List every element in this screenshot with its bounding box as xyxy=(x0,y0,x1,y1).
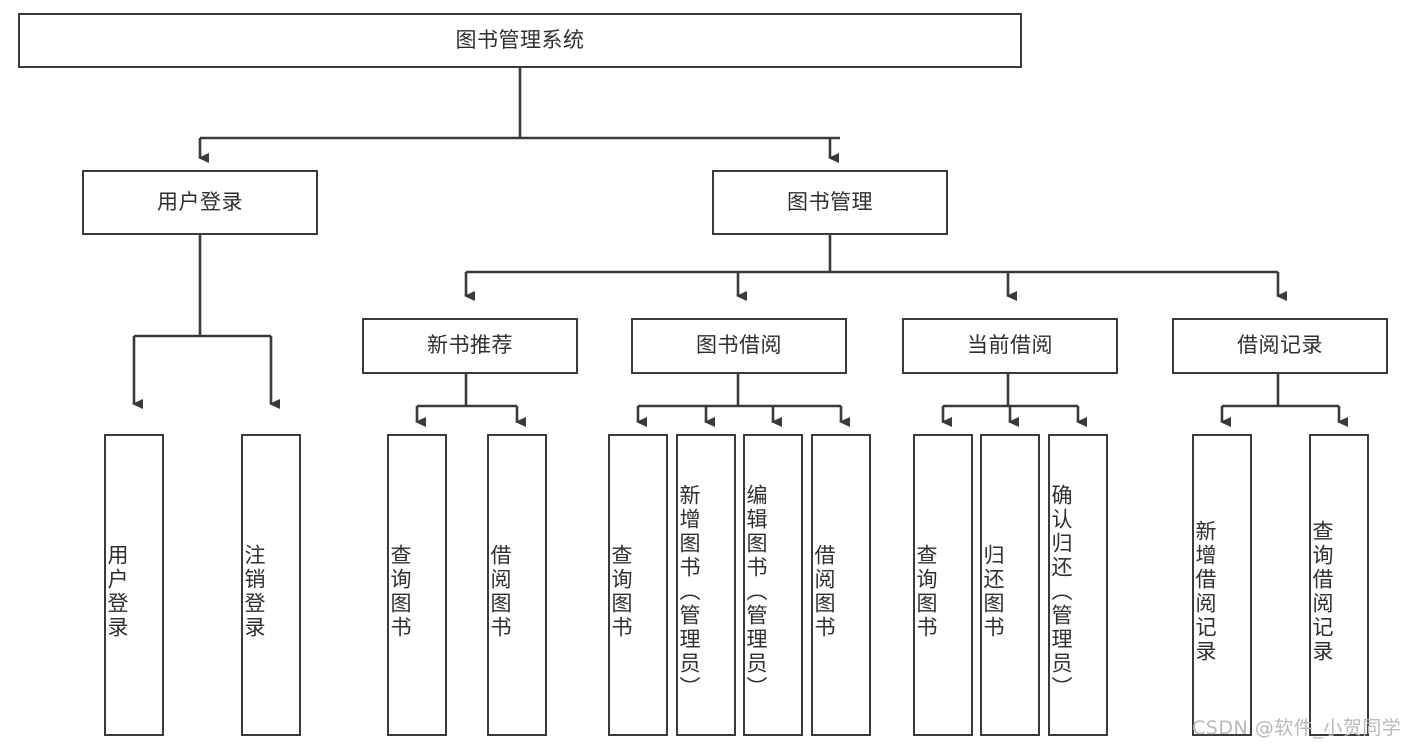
leaf-query-book-1-label: 查询图书 xyxy=(388,544,413,640)
leaf-query-book-1[interactable]: 查询图书 xyxy=(387,434,447,736)
node-user-login[interactable]: 用户登录 xyxy=(82,170,318,235)
leaf-logout-login-label: 注销登录 xyxy=(242,544,267,640)
node-book-borrow[interactable]: 图书借阅 xyxy=(631,318,847,374)
node-book-borrow-label: 图书借阅 xyxy=(696,333,782,358)
leaf-query-book-2-label: 查询图书 xyxy=(609,544,634,640)
leaf-add-book-label: 新增图书（管理员） xyxy=(677,484,702,700)
leaf-logout-login[interactable]: 注销登录 xyxy=(241,434,301,736)
node-borrow-record-label: 借阅记录 xyxy=(1237,333,1323,358)
leaf-user-login-label: 用户登录 xyxy=(105,544,130,640)
leaf-add-record[interactable]: 新增借阅记录 xyxy=(1192,434,1252,736)
leaf-edit-book-label: 编辑图书（管理员） xyxy=(744,484,769,700)
node-root-label: 图书管理系统 xyxy=(455,27,585,52)
leaf-query-book-2[interactable]: 查询图书 xyxy=(608,434,668,736)
leaf-borrow-book-1-label: 借阅图书 xyxy=(488,544,513,640)
leaf-return-book-label: 归还图书 xyxy=(981,544,1006,640)
leaf-user-login[interactable]: 用户登录 xyxy=(104,434,164,736)
leaf-confirm-return-label: 确认归还（管理员） xyxy=(1049,484,1074,700)
leaf-query-book-3-label: 查询图书 xyxy=(914,544,939,640)
node-book-manage-label: 图书管理 xyxy=(787,189,873,214)
node-user-login-label: 用户登录 xyxy=(157,189,243,214)
node-borrow-record[interactable]: 借阅记录 xyxy=(1172,318,1388,374)
leaf-query-book-3[interactable]: 查询图书 xyxy=(913,434,973,736)
leaf-borrow-book-2-label: 借阅图书 xyxy=(812,544,837,640)
node-new-book-rec-label: 新书推荐 xyxy=(427,333,513,358)
node-new-book-rec[interactable]: 新书推荐 xyxy=(362,318,578,374)
node-current-borrow[interactable]: 当前借阅 xyxy=(902,318,1118,374)
leaf-query-record[interactable]: 查询借阅记录 xyxy=(1309,434,1369,736)
leaf-borrow-book-2[interactable]: 借阅图书 xyxy=(811,434,871,736)
node-root[interactable]: 图书管理系统 xyxy=(18,13,1022,68)
leaf-query-record-label: 查询借阅记录 xyxy=(1310,520,1335,664)
leaf-edit-book[interactable]: 编辑图书（管理员） xyxy=(743,434,803,736)
node-current-borrow-label: 当前借阅 xyxy=(967,333,1053,358)
leaf-borrow-book-1[interactable]: 借阅图书 xyxy=(487,434,547,736)
leaf-add-book[interactable]: 新增图书（管理员） xyxy=(676,434,736,736)
node-book-manage[interactable]: 图书管理 xyxy=(712,170,948,235)
leaf-add-record-label: 新增借阅记录 xyxy=(1193,520,1218,664)
leaf-confirm-return[interactable]: 确认归还（管理员） xyxy=(1048,434,1108,736)
leaf-return-book[interactable]: 归还图书 xyxy=(980,434,1040,736)
